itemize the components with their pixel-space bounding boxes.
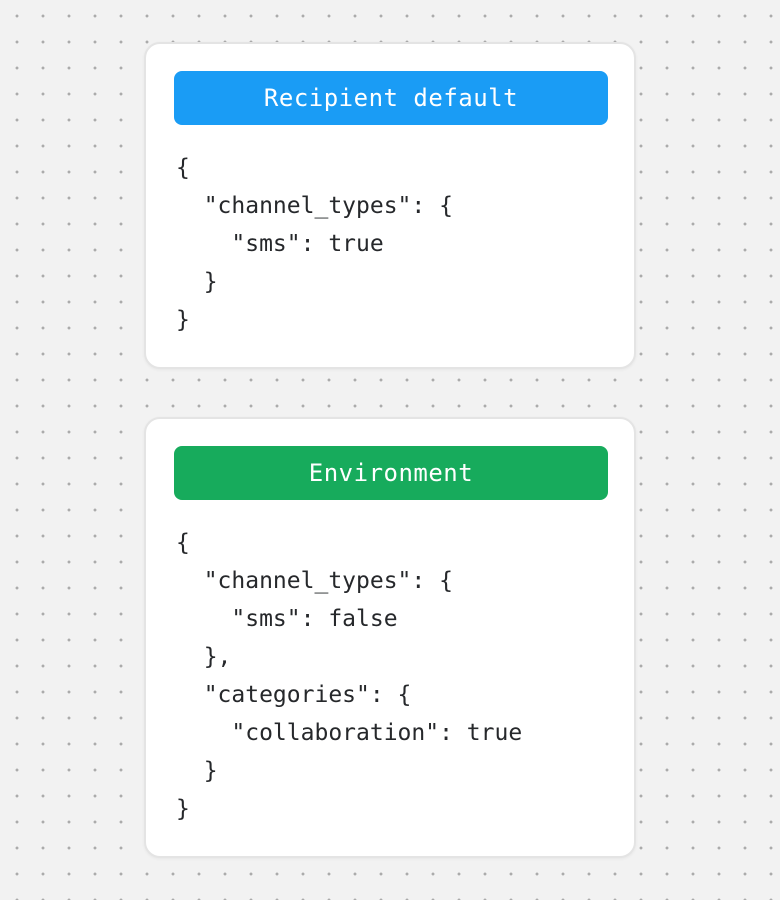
recipient-default-card: Recipient default { "channel_types": { "… [144,42,636,369]
environment-card: Environment { "channel_types": { "sms": … [144,417,636,858]
recipient-default-badge: Recipient default [174,71,608,125]
recipient-default-json-code: { "channel_types": { "sms": true } } [176,155,453,333]
environment-json-code: { "channel_types": { "sms": false }, "ca… [176,530,523,822]
environment-badge: Environment [174,446,608,500]
environment-badge-label: Environment [308,459,474,487]
recipient-default-badge-label: Recipient default [263,84,519,112]
